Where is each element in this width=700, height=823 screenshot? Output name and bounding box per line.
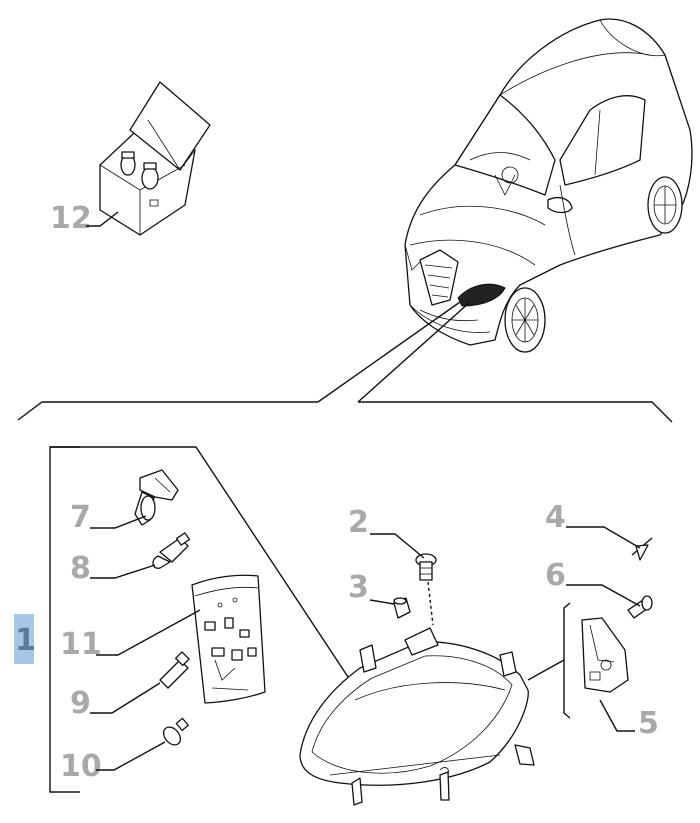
socket-9 — [159, 651, 190, 689]
car-illustration — [404, 18, 693, 353]
callout-12: 12 — [50, 201, 92, 236]
car-to-view-leaders — [17, 301, 673, 423]
mount-bracket-5 — [527, 602, 629, 719]
callout-7: 7 — [70, 500, 91, 535]
callout-2: 2 — [348, 505, 369, 540]
callout-4: 4 — [545, 500, 566, 535]
hardware-pouch — [191, 574, 266, 704]
callout-8: 8 — [70, 551, 91, 586]
callout-10: 10 — [60, 749, 102, 784]
callout-1: 1 — [15, 623, 36, 658]
screw-2 — [415, 553, 437, 626]
clip-4 — [631, 537, 653, 561]
callout-1-highlight — [14, 614, 34, 664]
callout-3: 3 — [348, 570, 369, 605]
bulb-10 — [162, 717, 189, 746]
callouts: 1 2 3 4 5 6 7 8 9 10 11 12 — [14, 201, 659, 784]
bolt-6 — [627, 595, 653, 619]
bulb-holder-7 — [134, 469, 179, 526]
group-bracket — [49, 446, 353, 793]
callout-5: 5 — [638, 706, 659, 741]
spacer-3 — [393, 597, 411, 619]
bulb-kit-box — [99, 81, 211, 236]
bulb-8 — [152, 532, 191, 569]
headlamp-assembly — [299, 627, 535, 806]
callout-9: 9 — [70, 686, 91, 721]
callout-11: 11 — [60, 627, 102, 662]
callout-6: 6 — [545, 558, 566, 593]
